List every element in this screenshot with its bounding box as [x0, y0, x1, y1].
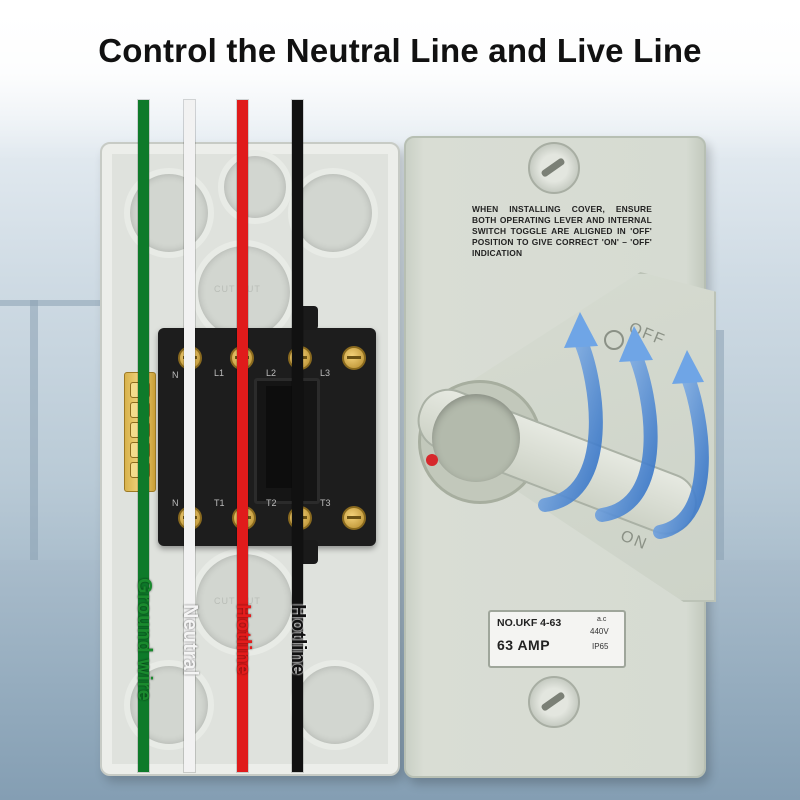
rotation-arrows — [538, 312, 709, 539]
terminal-label-l2: L2 — [266, 368, 277, 378]
terminal-label-t1: T1 — [214, 498, 225, 508]
knockout-label-lower: CUT OUT — [214, 596, 261, 606]
knockout-top-right — [288, 168, 378, 258]
terminal-screw — [342, 506, 366, 530]
curved-arrow-icon — [595, 348, 658, 522]
arrow-head-icon — [619, 326, 653, 362]
sky-background — [0, 0, 800, 160]
off-symbol-icon — [604, 330, 624, 350]
nameplate-ip-rating: IP65 — [592, 642, 609, 651]
curved-arrow-icon — [538, 333, 603, 512]
harbor-crane-arm — [0, 300, 110, 306]
knockout-top-middle — [218, 150, 292, 224]
installation-warning: WHEN INSTALLING COVER, ENSURE BOTH OPERA… — [472, 204, 652, 259]
neutral-wire-label: Neutral — [179, 604, 201, 677]
live-wire-red — [237, 100, 248, 772]
terminal-label-n-top: N — [172, 370, 179, 380]
ground-wire-label: Ground wire — [133, 578, 155, 702]
cover-screw-top — [528, 142, 580, 194]
terminal-label-l1: L1 — [214, 368, 225, 378]
handle-padlock-hole — [432, 394, 520, 482]
page-title: Control the Neutral Line and Live Line — [98, 32, 702, 69]
knockout-label: CUT OUT — [214, 284, 261, 294]
ground-wire — [138, 100, 149, 772]
live-wire-black — [292, 100, 303, 772]
hotline-black-label: Hotline — [287, 604, 309, 676]
cover-screw-bottom — [528, 676, 580, 728]
nameplate-rating: 63 AMP — [497, 637, 551, 653]
nameplate-ac: a.c — [597, 616, 607, 623]
rating-nameplate — [488, 610, 626, 668]
terminal-label-l3: L3 — [320, 368, 331, 378]
hotline-red-label: Hotline — [232, 604, 254, 676]
neutral-wire — [184, 100, 195, 772]
terminal-label-t2: T2 — [266, 498, 277, 508]
position-indicator-dot — [426, 454, 438, 466]
nameplate-model: NO.UKF 4-63 — [497, 617, 562, 629]
curved-arrow-icon — [653, 371, 709, 539]
terminal-label-t3: T3 — [320, 498, 331, 508]
terminal-label-n-bottom: N — [172, 498, 179, 508]
harbor-crane-right — [716, 330, 724, 630]
terminal-screw — [342, 346, 366, 370]
nameplate-voltage: 440V — [590, 627, 609, 636]
arrow-head-icon — [672, 350, 704, 384]
arrow-head-icon — [564, 312, 598, 348]
harbor-crane — [30, 300, 38, 630]
